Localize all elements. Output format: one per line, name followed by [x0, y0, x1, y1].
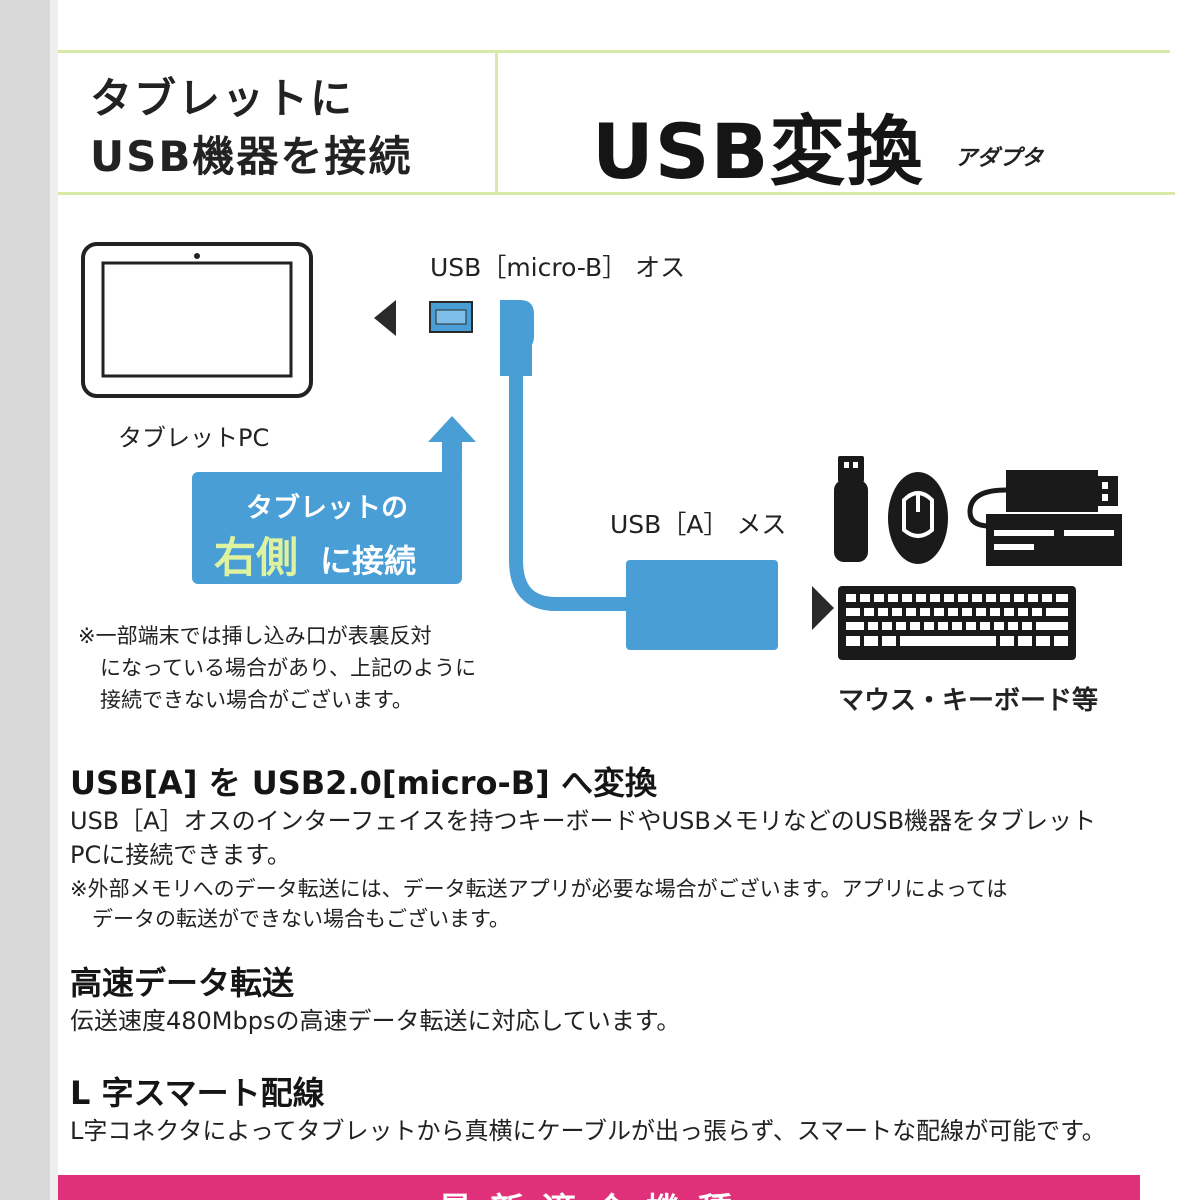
header-top-rule: [58, 50, 1170, 53]
product-title: USB変換: [592, 107, 924, 196]
section-body: 伝送速度480Mbpsの高速データ転送に対応しています。: [70, 1007, 681, 1035]
header-tagline-line1: タブレットに: [90, 74, 355, 123]
micro-b-connector-icon: [429, 300, 534, 376]
arrow-right-icon: [812, 586, 834, 630]
section-l-shape: L 字スマート配線 L字コネクタによってタブレットから真横にケーブルが出っ張らず…: [70, 1068, 1150, 1148]
section-body-line2: PCに接続できます。: [70, 841, 291, 869]
compatible-models-banner: 最新適合機種: [58, 1175, 1140, 1200]
micro-b-label: USB［micro-B］ オス: [430, 253, 686, 282]
header-tagline: タブレットに USB機器を接続: [90, 70, 412, 186]
mouse-icon: [888, 472, 948, 564]
section-title: L 字スマート配線: [70, 1074, 325, 1112]
section-usb-convert: USB[A] を USB2.0[micro-B] へ変換 USB［A］オスのイン…: [70, 758, 1150, 934]
section-note-line2: データの転送ができない場合もございます。: [92, 907, 510, 931]
note-line1: ※一部端末では挿し込み口が表裏反対: [78, 624, 432, 648]
package-edge: [0, 0, 58, 1200]
section-high-speed: 高速データ転送 伝送速度480Mbpsの高速データ転送に対応しています。: [70, 958, 1150, 1038]
devices-label: マウス・キーボード等: [838, 686, 1099, 716]
right-side-callout: タブレットの 右側 に接続: [192, 472, 462, 584]
connection-diagram: [81, 242, 1122, 660]
header-bottom-rule: [58, 192, 1175, 195]
section-title: USB[A] を USB2.0[micro-B] へ変換: [70, 764, 657, 802]
section-title: 高速データ転送: [70, 964, 295, 1002]
product-subtitle: アダプタ: [955, 146, 1044, 171]
section-body: L字コネクタによってタブレットから真横にケーブルが出っ張らず、スマートな配線が可…: [70, 1117, 1106, 1145]
section-note-line1: ※外部メモリへのデータ転送には、データ転送アプリが必要な場合がございます。アプリ…: [70, 877, 1008, 901]
banner-text: 最新適合機種: [438, 1183, 750, 1200]
header-divider: [495, 53, 498, 192]
keyboard-icon: [838, 586, 1076, 660]
section-body: USB［A］オスのインターフェイスを持つキーボードやUSBメモリなどのUSB機器…: [70, 804, 1150, 872]
orientation-note: ※一部端末では挿し込み口が表裏反対 になっている場合があり、上記のように 接続で…: [78, 620, 476, 716]
card-reader-icon: [967, 470, 1122, 566]
tablet-label: タブレットPC: [118, 424, 270, 452]
note-line2: になっている場合があり、上記のように: [100, 656, 477, 680]
usb-a-label: USB［A］ メス: [610, 510, 787, 539]
section-note: ※外部メモリへのデータ転送には、データ転送アプリが必要な場合がございます。アプリ…: [70, 874, 1150, 934]
callout-connect: に接続: [320, 542, 417, 580]
note-line3: 接続できない場合がございます。: [100, 688, 413, 712]
usb-stick-icon: [834, 456, 868, 562]
arrow-left-icon: [374, 300, 396, 336]
usb-a-female-box: [626, 560, 778, 650]
header-tagline-line2: USB機器を接続: [90, 132, 413, 181]
callout-right-side: 右側: [214, 533, 299, 582]
package-edge-highlight: [50, 0, 58, 1200]
tablet-icon: [81, 242, 313, 398]
arrow-up-icon: [428, 416, 476, 476]
callout-line1: タブレットの: [246, 493, 408, 524]
usb-cable: [509, 376, 630, 611]
section-body-line1: USB［A］オスのインターフェイスを持つキーボードやUSBメモリなどのUSB機器…: [70, 807, 1097, 835]
